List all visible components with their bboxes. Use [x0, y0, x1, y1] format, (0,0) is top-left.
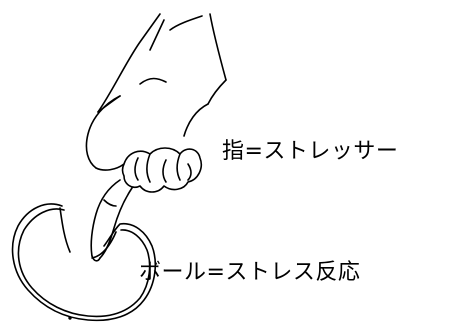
hand-pressing-icon — [85, 13, 227, 262]
stress-ball-icon — [11, 203, 157, 322]
finger-stressor-label: 指=ストレッサー — [222, 139, 399, 164]
ball-stress-response-label: ボール=ストレス反応 — [139, 260, 361, 285]
